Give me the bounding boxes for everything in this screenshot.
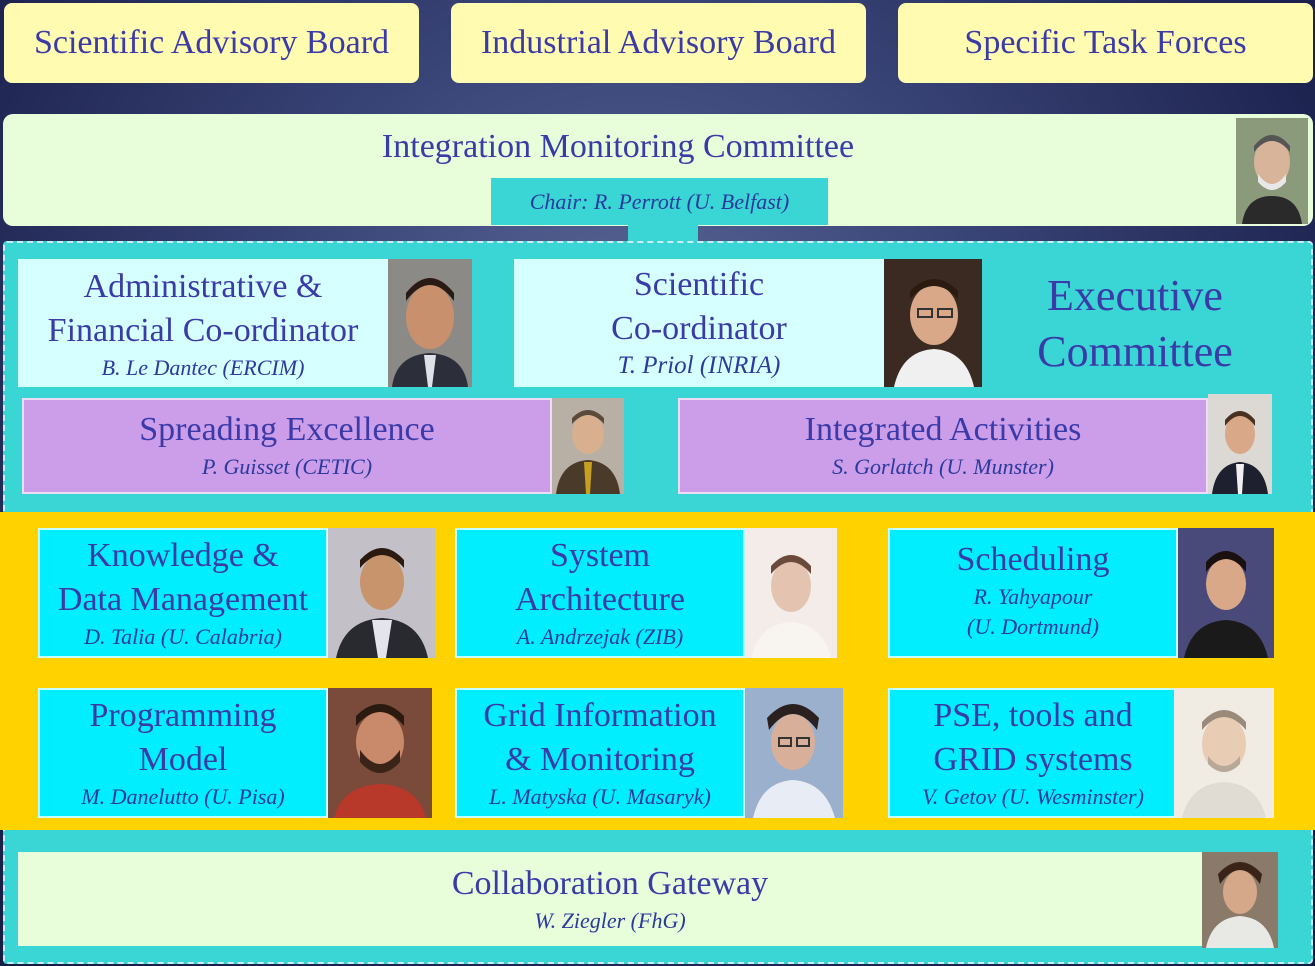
- inst2-person: (U. Dortmund): [967, 614, 1099, 639]
- exec-label-line2: Committee: [1037, 327, 1233, 376]
- matyska-photo: [745, 688, 843, 818]
- admin-coordinator-card: Administrative & Financial Co-ordinator …: [18, 259, 388, 387]
- spreading-excellence-card: Spreading Excellence P. Guisset (CETIC): [22, 398, 552, 494]
- inst1-person: A. Andrzejak (ZIB): [516, 624, 684, 649]
- spreading-title: Spreading Excellence: [139, 411, 435, 448]
- perrott-photo: [1236, 118, 1308, 224]
- gateway-person: W. Ziegler (FhG): [534, 908, 686, 933]
- priol-photo: [884, 259, 982, 387]
- scientific-advisory-board: Scientific Advisory Board: [4, 3, 419, 83]
- le-dantec-photo: [388, 259, 472, 387]
- institute-card-programming: Programming Model M. Danelutto (U. Pisa): [38, 688, 328, 818]
- integrated-person: S. Gorlatch (U. Munster): [832, 454, 1054, 479]
- scientific-advisory-board-label: Scientific Advisory Board: [33, 24, 390, 61]
- admin-line2: Financial Co-ordinator: [47, 312, 359, 349]
- inst3-line2: Model: [138, 741, 228, 778]
- talia-photo: [328, 528, 436, 658]
- yahyapour-photo: [1178, 528, 1274, 658]
- scientific-coordinator-card: Scientific Co-ordinator T. Priol (INRIA): [514, 259, 884, 387]
- inst0-person: D. Talia (U. Calabria): [84, 624, 282, 649]
- executive-committee-label: Executive Committee: [1000, 268, 1270, 380]
- imc-title: Integration Monitoring Committee: [381, 128, 855, 165]
- inst0-line2: Data Management: [57, 581, 309, 618]
- spreading-person: P. Guisset (CETIC): [201, 454, 373, 479]
- inst2-line1: Scheduling: [956, 541, 1110, 578]
- institute-card-knowledge: Knowledge & Data Management D. Talia (U.…: [38, 528, 328, 658]
- institute-card-architecture: System Architecture A. Andrzejak (ZIB): [455, 528, 745, 658]
- inst2-line2: R. Yahyapour: [973, 584, 1093, 609]
- gateway-title: Collaboration Gateway: [451, 865, 769, 902]
- sci-person: T. Priol (INRIA): [617, 352, 781, 379]
- inst4-person: L. Matyska (U. Masaryk): [489, 784, 711, 809]
- andrzejak-photo: [745, 528, 837, 658]
- exec-label-line1: Executive: [1047, 271, 1223, 320]
- collaboration-gateway-card: Collaboration Gateway W. Ziegler (FhG): [18, 852, 1202, 946]
- ziegler-photo: [1202, 852, 1278, 948]
- gorlatch-photo: [1208, 394, 1272, 494]
- admin-line1: Administrative &: [83, 268, 323, 305]
- getov-photo: [1174, 688, 1274, 818]
- sci-line1: Scientific: [633, 266, 765, 303]
- inst4-line1: Grid Information: [483, 697, 717, 734]
- institute-card-grid-information: Grid Information & Monitoring L. Matyska…: [455, 688, 745, 818]
- inst3-line1: Programming: [89, 697, 277, 734]
- industrial-advisory-board-label: Industrial Advisory Board: [480, 24, 837, 61]
- inst5-person: V. Getov (U. Wesminster): [922, 784, 1144, 809]
- integrated-title: Integrated Activities: [804, 411, 1082, 448]
- imc-chair-text: Chair: R. Perrott (U. Belfast): [529, 188, 790, 214]
- inst3-person: M. Danelutto (U. Pisa): [81, 784, 285, 809]
- specific-task-forces: Specific Task Forces: [898, 3, 1313, 83]
- specific-task-forces-label: Specific Task Forces: [964, 24, 1247, 61]
- inst5-line2: GRID systems: [933, 741, 1133, 778]
- integrated-activities-card: Integrated Activities S. Gorlatch (U. Mu…: [678, 398, 1208, 494]
- imc-chair: Chair: R. Perrott (U. Belfast): [491, 178, 828, 225]
- institute-card-pse: PSE, tools and GRID systems V. Getov (U.…: [888, 688, 1178, 818]
- inst0-line1: Knowledge &: [87, 537, 279, 574]
- inst5-line1: PSE, tools and: [933, 697, 1133, 734]
- institute-card-scheduling: Scheduling R. Yahyapour (U. Dortmund): [888, 528, 1178, 658]
- industrial-advisory-board: Industrial Advisory Board: [451, 3, 866, 83]
- inst1-line2: Architecture: [515, 581, 685, 618]
- admin-person: B. Le Dantec (ERCIM): [101, 355, 305, 380]
- inst1-line1: System: [549, 537, 651, 574]
- guisset-photo: [552, 398, 624, 494]
- danelutto-photo: [328, 688, 432, 818]
- sci-line2: Co-ordinator: [611, 310, 787, 347]
- inst4-line2: & Monitoring: [505, 741, 695, 778]
